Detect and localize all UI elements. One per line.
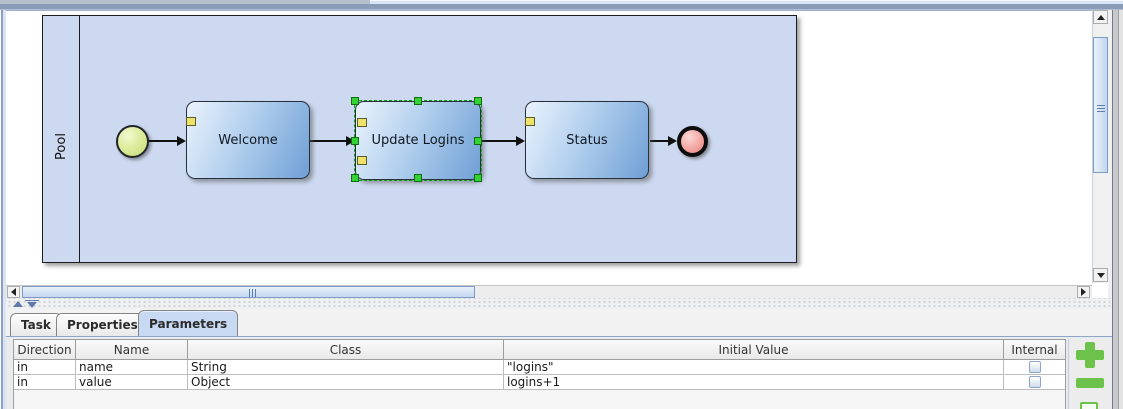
window-left-border [0, 10, 6, 409]
table-header-row: Direction Name Class Initial Value Inter… [14, 340, 1065, 360]
canvas-vertical-scrollbar[interactable] [1092, 10, 1108, 283]
sequence-flow-arrowhead-icon [177, 136, 186, 146]
top-strip-right-segment [370, 0, 1123, 4]
cell-direction[interactable]: in [14, 375, 76, 389]
resize-handle[interactable] [414, 97, 422, 105]
resize-handle[interactable] [351, 174, 359, 182]
column-header-internal[interactable]: Internal [1011, 342, 1058, 357]
resize-handle[interactable] [414, 174, 422, 182]
cell-initial-value[interactable]: "logins" [504, 360, 1004, 374]
top-strip-left-segment [0, 0, 370, 4]
collapse-up-icon[interactable] [13, 301, 23, 307]
cell-class[interactable]: Object [188, 375, 504, 389]
start-event-node[interactable] [116, 125, 149, 158]
cell-initial-value[interactable]: logins+1 [504, 375, 1004, 389]
internal-checkbox[interactable] [1028, 376, 1041, 388]
tab-label: Properties [67, 318, 138, 332]
parameter-actions-toolbar [1068, 339, 1112, 409]
task-marker-icon [186, 117, 196, 126]
resize-handle[interactable] [474, 97, 482, 105]
task-label: Update Logins [371, 133, 465, 148]
tab-label: Task [21, 318, 51, 332]
remove-parameter-button[interactable] [1076, 378, 1104, 388]
task-marker-icon [357, 156, 367, 165]
pool-label: Pool [54, 133, 69, 160]
column-header-name[interactable]: Name [76, 340, 188, 359]
arrow-up-icon [1096, 14, 1105, 20]
table-row[interactable]: in name String "logins" [14, 360, 1065, 375]
arrow-left-icon [11, 288, 16, 296]
bottom-tab-bar: Task Properties Parameters [6, 309, 1112, 336]
canvas-horizontal-scrollbar[interactable] [6, 285, 1092, 298]
sequence-flow-arrowhead-icon [346, 136, 355, 146]
collapse-bar-icon [25, 300, 39, 301]
window-right-border [1112, 10, 1123, 409]
task-node-update-logins[interactable]: Update Logins [351, 97, 482, 182]
vertical-scroll-thumb[interactable] [1093, 37, 1108, 173]
arrow-down-icon [1096, 272, 1105, 278]
window-top-strip [0, 0, 1123, 10]
tab-properties[interactable]: Properties [56, 313, 149, 336]
sequence-flow-line[interactable] [310, 140, 347, 142]
parameters-table: Direction Name Class Initial Value Inter… [13, 339, 1066, 409]
scroll-down-button[interactable] [1093, 268, 1108, 282]
sequence-flow-line[interactable] [481, 140, 517, 142]
tab-parameters[interactable]: Parameters [138, 310, 239, 336]
cell-direction[interactable]: in [14, 360, 76, 374]
resize-handle[interactable] [474, 137, 482, 145]
cell-internal [1004, 360, 1065, 374]
column-header-direction[interactable]: Direction [14, 340, 76, 359]
arrow-right-icon [1081, 288, 1086, 296]
top-strip-underline [0, 9, 1123, 10]
thumb-grip-icon [248, 289, 257, 297]
end-event-node[interactable] [677, 126, 708, 157]
task-label: Welcome [218, 132, 278, 148]
cell-internal [1004, 375, 1065, 389]
column-header-class[interactable]: Class [188, 340, 504, 359]
column-header-initial-value[interactable]: Initial Value [504, 340, 1004, 359]
process-canvas[interactable]: Pool Welcome Update Logins Status [6, 10, 1092, 285]
tab-label: Parameters [149, 316, 228, 331]
scrollbar-corner [1092, 283, 1108, 298]
task-node-status[interactable]: Status [525, 101, 649, 179]
scroll-right-button[interactable] [1077, 286, 1090, 298]
task-label: Status [566, 132, 608, 148]
thumb-grip-icon [1097, 105, 1105, 113]
resize-handle[interactable] [351, 137, 359, 145]
scroll-up-button[interactable] [1093, 10, 1108, 24]
collapse-down-icon[interactable] [27, 302, 37, 308]
resize-handle[interactable] [474, 174, 482, 182]
resize-handle[interactable] [351, 97, 359, 105]
cell-class[interactable]: String [188, 360, 504, 374]
pool-label-lane: Pool [43, 16, 80, 262]
table-row[interactable]: in value Object logins+1 [14, 375, 1065, 390]
sequence-flow-line[interactable] [650, 140, 670, 142]
split-pane-divider[interactable] [6, 298, 1112, 310]
add-parameter-button[interactable] [1076, 342, 1104, 368]
sequence-flow-arrowhead-icon [516, 136, 525, 146]
horizontal-scroll-thumb[interactable] [22, 286, 475, 298]
copy-parameter-button[interactable] [1080, 402, 1098, 409]
cell-name[interactable]: value [76, 375, 188, 389]
task-node-welcome[interactable]: Welcome [186, 101, 310, 179]
task-marker-icon [357, 118, 367, 127]
cell-name[interactable]: name [76, 360, 188, 374]
task-marker-icon [525, 117, 535, 126]
sequence-flow-line[interactable] [149, 140, 179, 142]
scroll-left-button[interactable] [7, 286, 20, 298]
parameters-panel: Direction Name Class Initial Value Inter… [6, 336, 1112, 409]
tab-task[interactable]: Task [10, 313, 62, 336]
sequence-flow-arrowhead-icon [668, 136, 677, 146]
internal-checkbox[interactable] [1028, 361, 1041, 373]
